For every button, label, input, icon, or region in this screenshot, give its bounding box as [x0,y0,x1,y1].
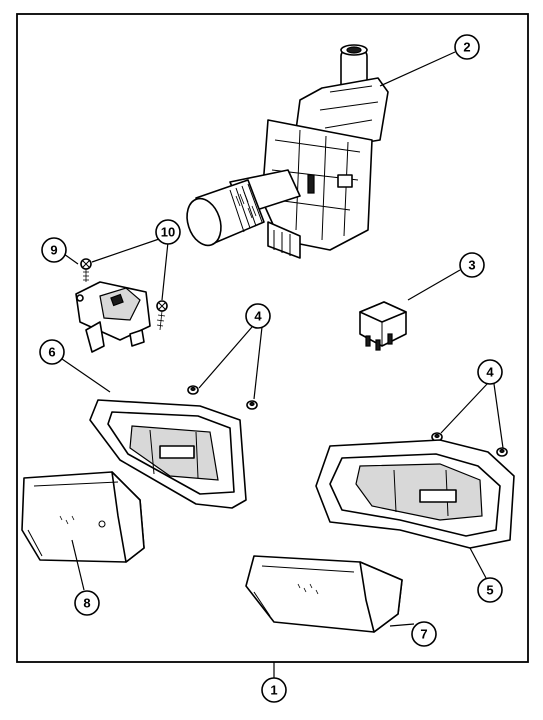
callout-9-label: 9 [50,243,57,258]
callout-4-right-label: 4 [486,365,494,380]
callout-2: 2 [454,34,480,60]
callout-5-label: 5 [486,583,493,598]
callout-8-label: 8 [83,596,90,611]
left-housing [89,399,247,509]
callout-6-label: 6 [48,345,55,360]
callout-4-left-label: 4 [254,309,262,324]
callout-8: 8 [74,590,100,616]
diagram-frame [16,13,529,663]
callout-7-label: 7 [420,627,427,642]
relay [359,301,407,351]
callout-3: 3 [459,252,485,278]
callout-10-label: 10 [161,225,175,240]
callout-9: 9 [41,237,67,263]
callout-1: 1 [261,677,287,703]
callout-4-right: 4 [477,359,503,385]
left-lens [21,471,145,563]
right-lens [245,555,403,633]
leader-lines [61,51,504,678]
nut-right-b [496,447,508,457]
callout-6: 6 [39,339,65,365]
multifunction-switch [186,44,389,259]
callout-4-left: 4 [245,303,271,329]
screw-lower [156,300,168,331]
switch-bracket [75,281,151,353]
callout-1-label: 1 [270,683,277,698]
callout-7: 7 [411,621,437,647]
callout-3-label: 3 [468,258,475,273]
right-housing [315,439,515,549]
screw-upper [80,258,92,282]
nut-left-b [246,400,258,410]
callout-10: 10 [155,219,181,245]
nut-right-a [431,432,443,442]
nut-left-a [187,385,199,395]
callout-5: 5 [477,577,503,603]
callout-2-label: 2 [463,40,470,55]
